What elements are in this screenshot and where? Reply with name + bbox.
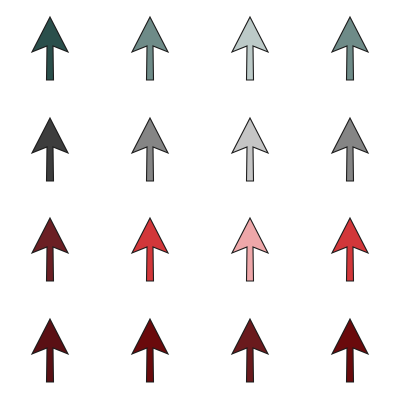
up-arrow-icon: [330, 216, 370, 282]
arrow-shape: [330, 216, 370, 282]
up-arrow-icon: [30, 317, 70, 383]
up-arrow-icon: [130, 216, 170, 282]
arrow-shape: [130, 116, 170, 182]
arrow-icon: [30, 216, 70, 283]
arrow-shape: [30, 116, 70, 182]
arrow-icon: [230, 15, 270, 82]
up-arrow-icon: [30, 216, 70, 282]
arrow-icon: [330, 317, 370, 384]
up-arrow-icon: [230, 116, 270, 182]
up-arrow-icon: [330, 15, 370, 81]
arrow-shape: [30, 216, 70, 282]
arrow-icon: [130, 216, 170, 283]
arrow-shape: [30, 317, 70, 383]
arrow-shape: [130, 15, 170, 81]
arrow-icon: [230, 116, 270, 183]
up-arrow-icon: [230, 317, 270, 383]
arrow-shape: [130, 216, 170, 282]
up-arrow-icon: [130, 116, 170, 182]
arrow-shape: [330, 116, 370, 182]
up-arrow-icon: [330, 116, 370, 182]
arrow-shape: [30, 15, 70, 81]
arrow-shape: [230, 116, 270, 182]
arrow-icon: [130, 15, 170, 82]
arrow-icon: [30, 15, 70, 82]
arrow-shape: [330, 317, 370, 383]
up-arrow-icon: [130, 317, 170, 383]
arrow-shape: [130, 317, 170, 383]
up-arrow-icon: [130, 15, 170, 81]
arrow-shape: [330, 15, 370, 81]
arrow-icon: [30, 116, 70, 183]
arrow-shape: [230, 317, 270, 383]
up-arrow-icon: [30, 116, 70, 182]
up-arrow-icon: [230, 15, 270, 81]
arrow-icon: [230, 216, 270, 283]
arrow-icon: [330, 216, 370, 283]
arrow-icon: [330, 15, 370, 82]
arrow-icon: [30, 317, 70, 384]
arrow-shape: [230, 15, 270, 81]
arrow-icon: [230, 317, 270, 384]
up-arrow-icon: [30, 15, 70, 81]
arrow-shape: [230, 216, 270, 282]
up-arrow-icon: [230, 216, 270, 282]
arrow-icon: [130, 317, 170, 384]
up-arrow-icon: [330, 317, 370, 383]
arrow-icon: [130, 116, 170, 183]
arrow-icon: [330, 116, 370, 183]
